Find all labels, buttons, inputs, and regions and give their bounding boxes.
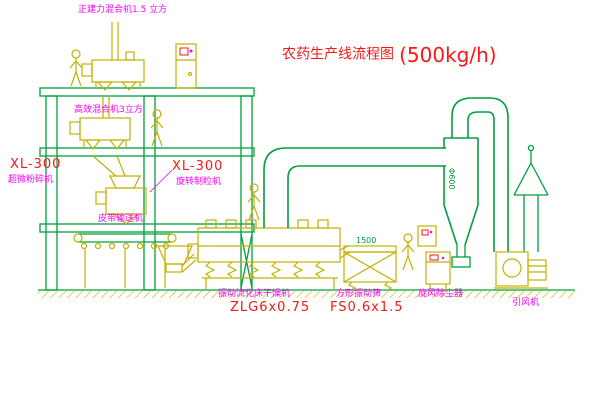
square-sieve-machine [343, 245, 397, 291]
control-panel-upper-right [417, 225, 437, 247]
person-mid-level [247, 183, 261, 221]
induced-draft-fan-machine [494, 251, 548, 289]
diagram-title-text: 农药生产线流程图 [282, 46, 394, 63]
exhaust-duct [263, 147, 446, 228]
top-mixer-machine [81, 22, 145, 91]
label-belt-conveyor: 皮带输送机 [98, 214, 144, 224]
label-dryer-name: 振动流化床干燥机 [218, 289, 291, 299]
feed-hopper [157, 243, 199, 273]
label-sieve-name: 方形振动筛 [336, 289, 382, 299]
label-fan-name: 引风机 [512, 298, 540, 308]
label-mid-mixer: 高效混合机3立方 [74, 105, 143, 115]
belt-conveyor-machine [73, 233, 177, 288]
label-granulator-model: XL-300 [172, 159, 224, 174]
person-second-floor [150, 109, 164, 147]
person-near-sieve [401, 233, 415, 271]
label-cyclone-dim: Φ600 [446, 168, 456, 190]
control-panel-lower-right [425, 251, 451, 290]
building-structure [39, 87, 255, 291]
label-mill-model: XL-300 [10, 157, 62, 172]
label-top-mixer: 正建力混合机1.5 立方 [78, 5, 168, 15]
mid-mixer-machine [69, 96, 131, 150]
chimney-stack [513, 144, 549, 252]
label-dryer-model: ZLG6x0.75 [230, 300, 311, 315]
label-sieve-dim: 1500 [356, 236, 377, 245]
granulator-machine [95, 175, 147, 225]
label-sieve-model: FS0.6x1.5 [330, 300, 404, 315]
label-mill-name: 超微粉碎机 [8, 175, 54, 185]
diagram-title-capacity: (500kg/h) [399, 43, 497, 67]
person-roof [69, 49, 83, 87]
label-cyclone-name: 旋风除尘器 [418, 289, 464, 299]
control-panel-top [175, 43, 197, 89]
diagram-title: 农药生产线流程图 (500kg/h) [282, 44, 497, 66]
cyclone-outlet-pipe [451, 97, 509, 252]
label-granulator-name: 旋转制粒机 [176, 177, 222, 187]
cyclone-separator [443, 137, 479, 268]
y-chute [92, 155, 126, 177]
granulator-leader-line [149, 169, 173, 193]
ground-line [38, 289, 575, 298]
fluid-bed-dryer-machine [197, 219, 351, 289]
